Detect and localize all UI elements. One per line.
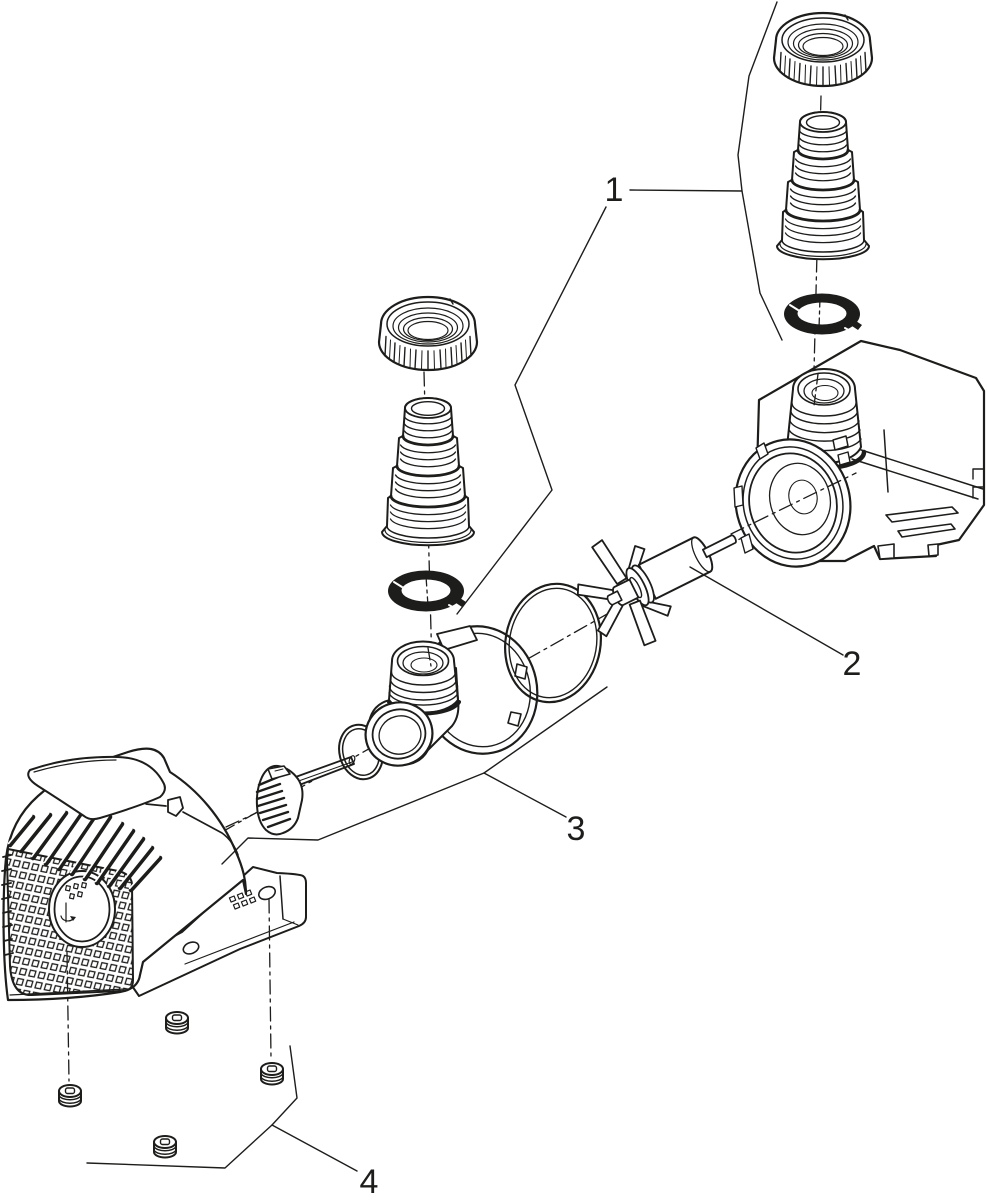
callout-label-3: 3 bbox=[567, 810, 586, 848]
bore-centerline bbox=[813, 373, 819, 407]
regulator-knob bbox=[255, 755, 356, 836]
union-nut-top bbox=[772, 11, 874, 88]
rubber-foot bbox=[260, 1062, 284, 1086]
assembly-centerline bbox=[225, 812, 257, 828]
rubber-foot bbox=[153, 1135, 177, 1159]
bracket-3 bbox=[221, 686, 608, 865]
leader-1 bbox=[629, 189, 743, 192]
rubber-foot bbox=[165, 1011, 189, 1035]
casing-opening bbox=[53, 875, 111, 943]
pump-cover-outlet bbox=[364, 625, 539, 767]
callout-leaders bbox=[86, 1, 844, 1172]
base-plate bbox=[129, 866, 307, 997]
hose-adapter-middle bbox=[380, 396, 476, 547]
opening-centerline bbox=[730, 472, 857, 535]
outlet-bore-centerline bbox=[427, 647, 432, 667]
seal-centerline bbox=[425, 575, 429, 607]
callout-label-2: 2 bbox=[843, 645, 862, 683]
bayonet-tab bbox=[514, 663, 528, 680]
seal-centerline bbox=[818, 296, 821, 330]
leader-4 bbox=[271, 1124, 358, 1172]
bayonet-tab bbox=[507, 711, 522, 727]
callout-label-1: 1 bbox=[605, 171, 624, 209]
union-nut-middle bbox=[377, 295, 479, 372]
pump-motor-housing bbox=[730, 339, 986, 568]
front-bayonet-ring bbox=[733, 438, 852, 568]
rotate-unlock-arrow bbox=[60, 902, 76, 923]
bracket-1-right bbox=[737, 1, 783, 341]
casing-latch-tab bbox=[167, 796, 184, 817]
impeller-rotor bbox=[576, 534, 737, 647]
casing-louvers bbox=[7, 809, 163, 893]
feet-centerlines bbox=[66, 898, 272, 1082]
rubber-foot bbox=[58, 1084, 82, 1108]
callout-label-4: 4 bbox=[360, 1163, 379, 1200]
flat-seal-top bbox=[783, 292, 863, 336]
hose-adapter-top bbox=[775, 110, 871, 261]
o-ring-large bbox=[503, 582, 603, 704]
filter-casing bbox=[1, 747, 248, 1002]
leader-3 bbox=[483, 772, 567, 818]
bracket-1-left bbox=[456, 206, 607, 615]
casing-top-band bbox=[27, 755, 166, 821]
leader-2 bbox=[689, 566, 844, 656]
